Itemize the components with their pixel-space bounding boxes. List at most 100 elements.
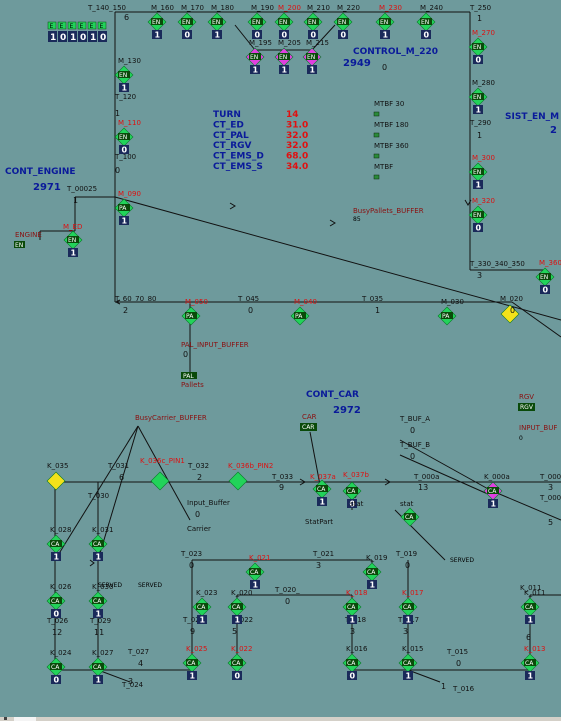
station-node[interactable] bbox=[228, 471, 248, 491]
station-name: K_028 bbox=[50, 526, 71, 534]
sist-label: SIST_EN_M bbox=[505, 112, 559, 122]
stat-value: 32.0 bbox=[286, 141, 308, 151]
cont-engine-number: 2971 bbox=[33, 182, 61, 193]
k-segment-label: T_026 bbox=[46, 617, 69, 625]
station-tag: EN bbox=[307, 54, 315, 61]
station-node[interactable]: CA1 bbox=[483, 481, 503, 509]
station-name: K_025 bbox=[186, 645, 207, 653]
station-tag: EN bbox=[540, 274, 548, 281]
station-count-box bbox=[252, 30, 262, 39]
k-segment-count: 3 bbox=[316, 561, 321, 570]
station-count-box bbox=[380, 30, 390, 39]
station-tag-box bbox=[231, 603, 243, 610]
station-tag: EN bbox=[473, 169, 481, 176]
station-count: 0 bbox=[185, 31, 191, 40]
station-count: 0 bbox=[255, 31, 261, 40]
station-count: 0 bbox=[424, 31, 430, 40]
station-node[interactable]: CA0 bbox=[342, 481, 362, 509]
station-count-box bbox=[473, 180, 483, 189]
segment-label: M_020 bbox=[500, 295, 523, 303]
station-count: 0 bbox=[476, 56, 482, 65]
station-count: 0 bbox=[282, 31, 288, 40]
k-segment-count: 4 bbox=[138, 659, 143, 668]
station-node[interactable]: EN1 bbox=[63, 230, 83, 258]
segment-count: 1 bbox=[73, 196, 78, 205]
station-node[interactable] bbox=[500, 304, 520, 324]
scroll-left-arrow-icon[interactable] bbox=[4, 717, 7, 720]
station-count: 1 bbox=[528, 616, 534, 625]
station-node[interactable]: CA bbox=[400, 507, 420, 527]
station-tag-box bbox=[211, 18, 223, 25]
station-node[interactable]: CA1 bbox=[312, 479, 332, 507]
carrier-label: Carrier bbox=[187, 525, 211, 533]
station-name: M_300 bbox=[472, 154, 495, 162]
mtbf-indicator bbox=[373, 174, 380, 180]
busy-pallets-count: 85 bbox=[353, 216, 361, 223]
station-name: M_270 bbox=[472, 29, 495, 37]
station-count: 0 bbox=[311, 31, 317, 40]
station-name: M_280 bbox=[472, 79, 495, 87]
cont-car-label: CONT_CAR bbox=[306, 390, 359, 400]
station-tag: EN bbox=[119, 134, 127, 141]
station-tag-box bbox=[50, 540, 62, 547]
station-node[interactable] bbox=[150, 471, 170, 491]
digit-box bbox=[98, 31, 107, 42]
station-count-box bbox=[347, 615, 357, 624]
station-tag: CA bbox=[232, 604, 241, 611]
station-count: 1 bbox=[476, 181, 482, 190]
station-name: M_130 bbox=[118, 57, 141, 65]
digit-tag-box bbox=[67, 21, 77, 30]
station-tag: CA bbox=[347, 604, 356, 611]
horizontal-scrollbar[interactable] bbox=[0, 717, 561, 721]
station-tag: EN bbox=[119, 72, 127, 79]
segment-count: 1 bbox=[477, 131, 482, 140]
scrollbar-thumb[interactable] bbox=[14, 717, 36, 721]
station-count: 1 bbox=[310, 66, 316, 75]
station-name: M_160 bbox=[151, 4, 174, 12]
station-tag: CA bbox=[51, 664, 60, 671]
station-count-box bbox=[525, 671, 535, 680]
station-node[interactable] bbox=[46, 471, 66, 491]
